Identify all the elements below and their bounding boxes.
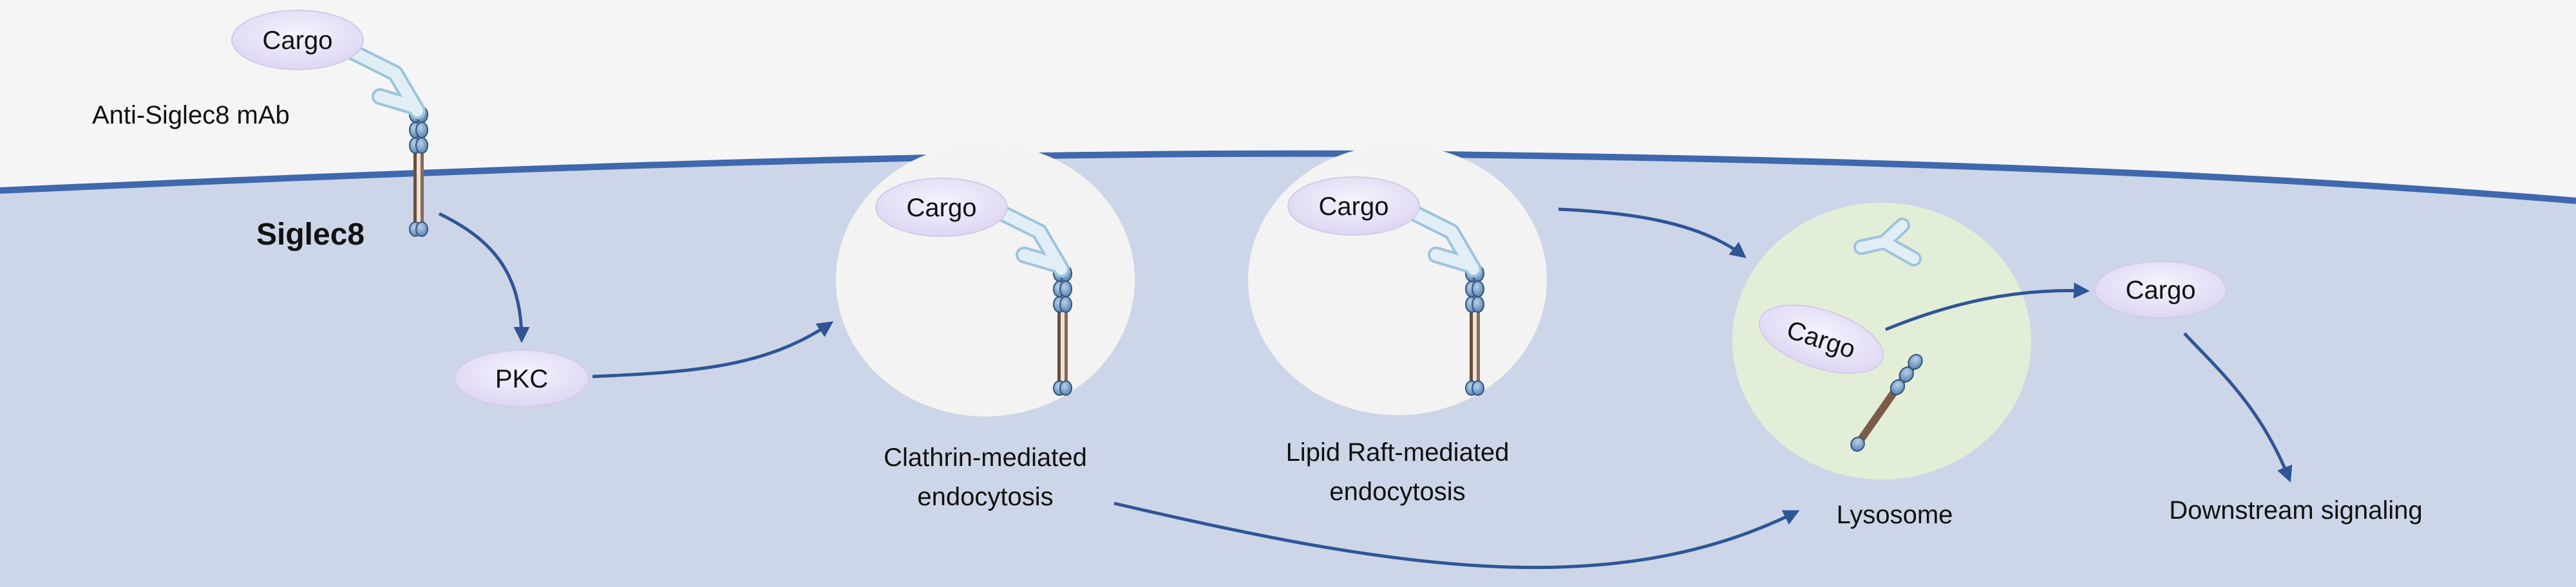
cargo-clathrin-shape xyxy=(875,178,1008,237)
arrow-pkc-to-clathrin xyxy=(592,321,834,378)
raft-caption-line2: endocytosis xyxy=(1329,478,1465,506)
free-antibody-lysosome xyxy=(1853,218,1922,266)
pkc-shape xyxy=(454,349,589,407)
cargo-top-shape xyxy=(231,10,364,70)
cargo-top-label: Cargo xyxy=(263,26,333,55)
raft-caption-line1: Lipid Raft-mediated xyxy=(1286,438,1510,467)
cargo-released-shape xyxy=(2094,261,2227,319)
lysosome-vesicle xyxy=(1732,203,2031,480)
arrow-cargo-to-signaling xyxy=(2183,332,2293,483)
pkc-label: PKC xyxy=(495,365,548,393)
receptor-label: Siglec8 xyxy=(256,218,365,252)
arrow-raft-to-lysosome xyxy=(1558,207,1747,259)
clathrin-caption-line2: endocytosis xyxy=(917,483,1053,511)
antibody-label: Anti-Siglec8 mAb xyxy=(92,101,290,129)
arrow-siglec8-to-pkc xyxy=(438,212,530,343)
lysosome-label: Lysosome xyxy=(1837,501,1953,529)
cargo-lysosome: Cargo xyxy=(1758,304,1884,374)
clathrin-caption-line1: Clathrin-mediated xyxy=(884,443,1087,472)
siglec8-receptor-lysosome xyxy=(1850,353,1923,452)
clathrin-vesicle xyxy=(836,144,1135,416)
arrow-lysosome-to-cargo xyxy=(1885,282,2090,331)
cargo-raft-label: Cargo xyxy=(1319,192,1389,221)
cargo-released-label: Cargo xyxy=(2126,276,2196,304)
anti-siglec8-antibody xyxy=(346,49,417,111)
cargo-raft-shape xyxy=(1287,176,1420,236)
downstream-signaling-label: Downstream signaling xyxy=(2169,496,2423,525)
arrow-clathrin-to-lysosome xyxy=(1113,501,1800,570)
cargo-clathrin-label: Cargo xyxy=(907,194,977,222)
